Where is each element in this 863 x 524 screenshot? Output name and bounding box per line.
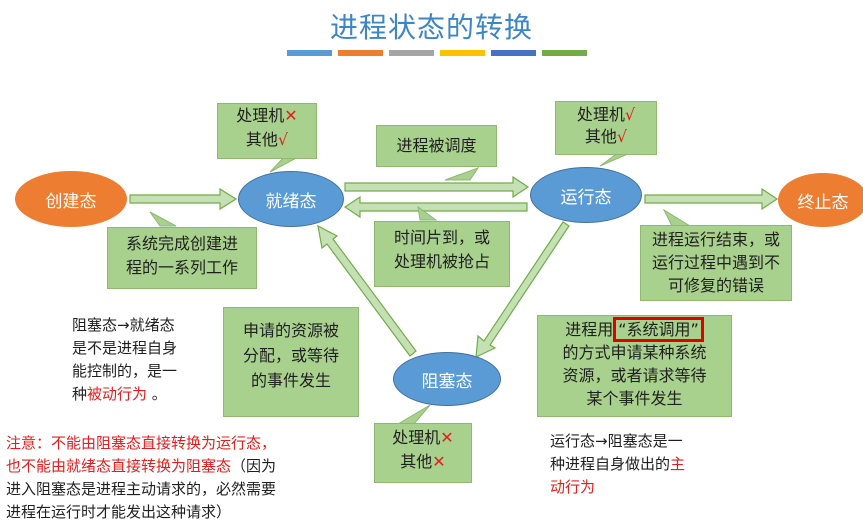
note-text: 种进程自身做出的 [550,455,671,473]
callout-line: 某个事件发生 [586,389,683,408]
callout-scheduled: 进程被调度 [376,125,497,167]
note-line: 能控制的，是一 [72,362,178,380]
callout-line: 程的一系列工作 [125,258,238,277]
accent-bar [440,50,485,56]
warning-line: 注意：不能由阻塞态直接转换为运行态， [6,434,277,452]
callout-line: 可修复的错误 [667,276,764,295]
warning-text: （因为 [231,457,277,475]
callout-text: 处理机 [576,105,625,124]
arrow-ready-to-running [344,175,530,199]
arrow-blocked-to-ready [317,224,417,357]
callout-line: 处理机被抢占 [393,252,490,271]
note-warning: 注意：不能由阻塞态直接转换为运行态， 也不能由就绪态直接转换为阻塞态（因为 进入… [6,432,351,524]
arrow-running-to-blocked [475,221,570,358]
check-mark-icon: √ [616,127,628,146]
callout-resource-allocated: 申请的资源被 分配，或等待 的事件发生 [223,307,359,417]
callout-text: 进程用 [565,320,614,339]
note-line: 运行态→阻塞态是一 [550,432,683,450]
callout-line: 进程运行结束，或 [651,230,780,249]
callout-line: 系统完成创建进 [125,234,238,253]
state-blocked: 阻塞态 [393,352,501,406]
callout-running-resources: 处理机√ 其他√ [555,101,657,155]
callout-run-end: 进程运行结束，或 运行过程中遇到不 可修复的错误 [640,225,792,301]
accent-bar [338,50,383,56]
callout-create-done: 系统完成创建进 程的一系列工作 [107,227,257,289]
accent-bars [287,50,587,56]
callout-system-call: 进程用“系统调用” 的方式申请某种系统 资源，或者请求等待 某个事件发生 [537,315,732,417]
accent-bar [542,50,587,56]
callout-blocked-resources: 处理机✕ 其他✕ [374,423,472,483]
cross-mark-icon: ✕ [284,106,298,125]
callout-text: 其他 [584,127,617,146]
callout-line: 分配，或等待 [242,346,339,365]
state-running: 运行态 [530,167,642,223]
system-call-highlight: “系统调用” [613,317,704,342]
accent-bar [389,50,434,56]
callout-line: 时间片到，或 [393,228,490,247]
arrow-running-to-ready [343,195,528,219]
callout-line: 运行过程中遇到不 [651,253,780,272]
state-terminate: 终止态 [778,173,863,227]
callout-text: 其他 [400,452,433,471]
callout-line: 的方式申请某种系统 [562,343,707,362]
note-blocked-to-ready: 阻塞态→就绪态 是不是进程自身 能控制的，是一 种被动行为 。 [72,314,222,406]
arrow-running-to-terminate [644,187,779,211]
accent-bar [491,50,536,56]
note-running-to-blocked: 运行态→阻塞态是一 种进程自身做出的主 动行为 [550,430,740,499]
callout-line: 的事件发生 [250,371,331,390]
check-mark-icon: √ [277,130,289,149]
callout-text: 其他 [245,130,278,149]
callout-text: 处理机 [236,106,285,125]
warning-line: 进程在运行时才能发出这种请求） [6,503,232,521]
check-mark-icon: √ [624,105,636,124]
active-behavior-highlight: 动行为 [550,478,596,496]
passive-behavior-highlight: 被动行为 [87,385,148,403]
cross-mark-icon: ✕ [432,452,446,471]
note-line: 是不是进程自身 [72,339,178,357]
arrow-create-to-ready [129,187,238,211]
callout-ready-resources: 处理机✕ 其他√ [217,103,317,159]
callout-line: 申请的资源被 [242,321,339,340]
cross-mark-icon: ✕ [440,428,454,447]
callout-text: 处理机 [392,428,441,447]
page-title: 进程状态的转换 [329,11,533,44]
callout-line: 资源，或者请求等待 [562,366,707,385]
note-text: 。 [147,385,167,403]
warning-text: 也不能由就绪态直接转换为阻塞态 [6,457,232,475]
active-behavior-highlight: 主 [670,455,686,473]
warning-line: 进入阻塞态是进程主动请求的，必然需要 [6,480,277,498]
state-ready: 就绪态 [238,171,344,227]
state-create: 创建态 [15,171,127,227]
callout-preempt: 时间片到，或 处理机被抢占 [374,221,510,287]
accent-bar [287,50,332,56]
note-text: 种 [72,385,88,403]
note-line: 阻塞态→就绪态 [72,316,175,334]
